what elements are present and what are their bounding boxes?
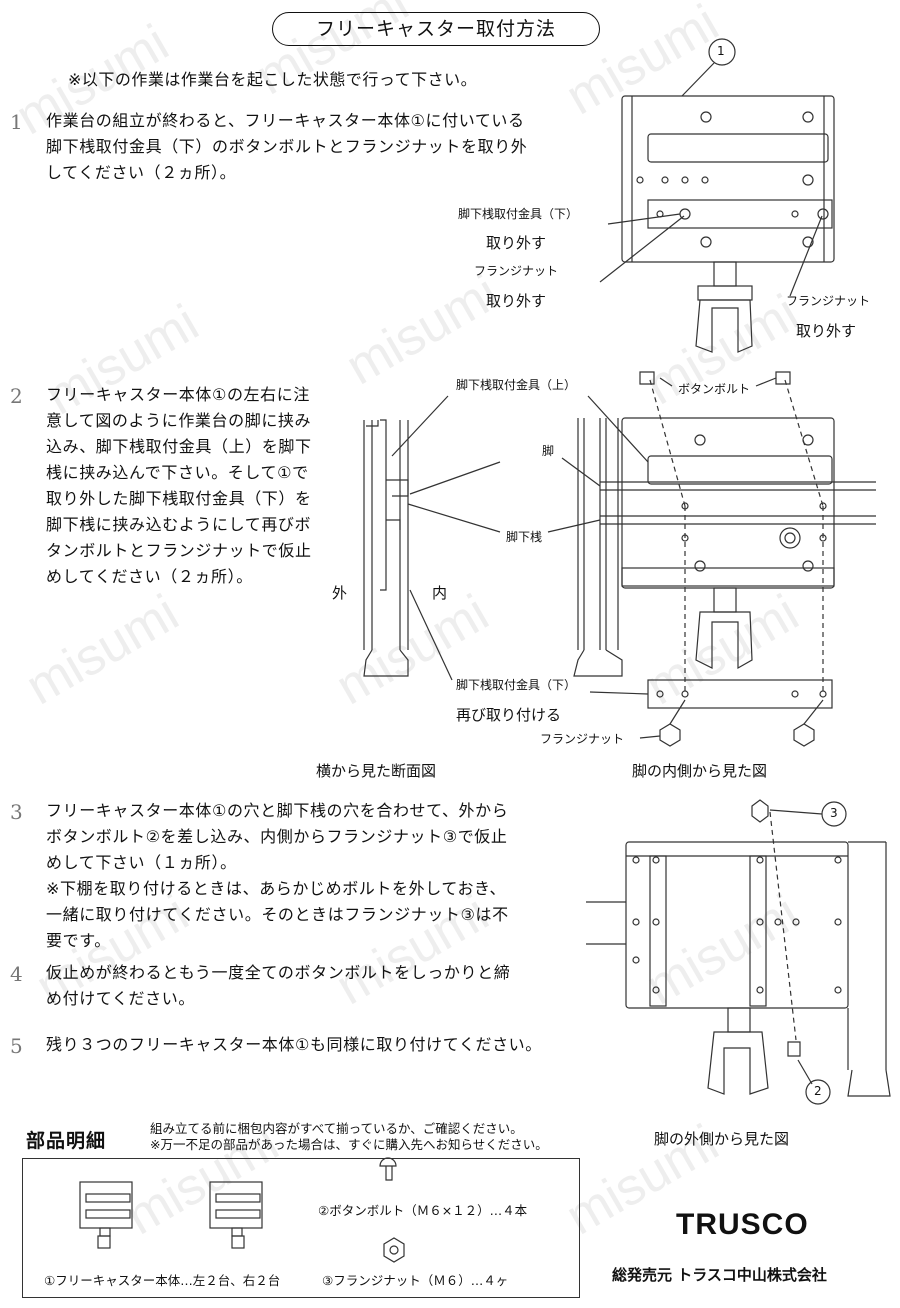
- label-flange-nut: フランジナット: [474, 264, 559, 278]
- distributor-name: 総発売元 トラスコ中山株式会社: [612, 1266, 827, 1284]
- callout-label-3: 3: [830, 806, 838, 820]
- button-bolt-icon: [639, 371, 655, 385]
- flange-nut-icon: [751, 799, 769, 823]
- callout-label-2: 2: [814, 1084, 822, 1098]
- caption-cross-section: 横から見た断面図: [316, 762, 437, 780]
- fig2-inside-view: [573, 379, 876, 709]
- fig3-outside-view: [586, 811, 891, 1097]
- parts-caster-icons: [79, 1181, 263, 1249]
- step-number: 1: [10, 110, 23, 134]
- label-crossbar: 脚下桟: [506, 530, 543, 544]
- button-bolt-icon: [787, 1041, 801, 1057]
- button-bolt-icon: [775, 371, 791, 385]
- parts-box: [22, 1158, 580, 1298]
- callout-label-1: 1: [717, 44, 725, 58]
- step-text: 残り３つのフリーキャスター本体①も同様に取り付けてください。: [46, 1035, 542, 1054]
- label-bracket-upper: 脚下桟取付金具（上）: [456, 378, 577, 392]
- label-reattach: 再び取り付ける: [456, 706, 562, 724]
- callout-circle-1: [708, 38, 736, 66]
- step-number: 5: [10, 1034, 23, 1058]
- parts-note: ※万一不足の部品があった場合は、すぐに購入先へお知らせください。: [150, 1137, 548, 1152]
- label-flange-nut: フランジナット: [540, 732, 625, 746]
- step-number: 2: [10, 384, 23, 408]
- fig2-cross-section: [363, 419, 409, 677]
- parts-note: 組み立てる前に梱包内容がすべて揃っているか、ご確認ください。: [150, 1121, 523, 1136]
- fig1-caster-body: [621, 95, 835, 353]
- label-bracket-lower: 脚下桟取付金具（下）: [458, 207, 579, 221]
- label-remove: 取り外す: [486, 234, 547, 252]
- work-note: ※以下の作業は作業台を起こした状態で行って下さい。: [68, 70, 478, 89]
- caption-outside-view: 脚の外側から見た図: [654, 1130, 790, 1148]
- step-number: 3: [10, 800, 23, 824]
- step-text: フリーキャスター本体①の穴と脚下桟の穴を合わせて、外から ボタンボルト②を差し込…: [46, 801, 509, 950]
- label-outside: 外: [332, 584, 348, 602]
- label-button-bolt: ボタンボルト: [678, 382, 751, 396]
- flange-nut-icon: [793, 723, 815, 747]
- label-bracket-lower: 脚下桟取付金具（下）: [456, 678, 577, 692]
- label-inside: 内: [432, 584, 448, 602]
- parts-item: ③フランジナット（Ｍ６）…４ヶ: [322, 1273, 509, 1288]
- label-remove: 取り外す: [796, 322, 857, 340]
- page-title: フリーキャスター取付方法: [272, 12, 600, 46]
- label-flange-nut: フランジナット: [786, 294, 871, 308]
- flange-nut-icon: [383, 1237, 405, 1263]
- parts-item: ②ボタンボルト（Ｍ６×１２）…４本: [318, 1203, 528, 1218]
- step-text: フリーキャスター本体①の左右に注 意して図のように作業台の脚に挟み 込み、脚下桟…: [46, 385, 312, 586]
- callout-circle-2: [805, 1079, 831, 1105]
- brand-logo: TRUSCO: [676, 1208, 809, 1241]
- callout-circle-3: [821, 801, 847, 827]
- label-remove: 取り外す: [486, 292, 547, 310]
- step-number: 4: [10, 962, 23, 986]
- label-leg: 脚: [542, 444, 555, 458]
- caption-inside-view: 脚の内側から見た図: [632, 762, 768, 780]
- step-text: 仮止めが終わるともう一度全てのボタンボルトをしっかりと締 め付けてください。: [46, 963, 511, 1008]
- parts-item: ①フリーキャスター本体…左２台、右２台: [44, 1273, 281, 1288]
- step-text: 作業台の組立が終わると、フリーキャスター本体①に付いている 脚下桟取付金具（下）…: [46, 111, 528, 182]
- flange-nut-icon: [659, 723, 681, 747]
- parts-heading: 部品明細: [26, 1130, 107, 1152]
